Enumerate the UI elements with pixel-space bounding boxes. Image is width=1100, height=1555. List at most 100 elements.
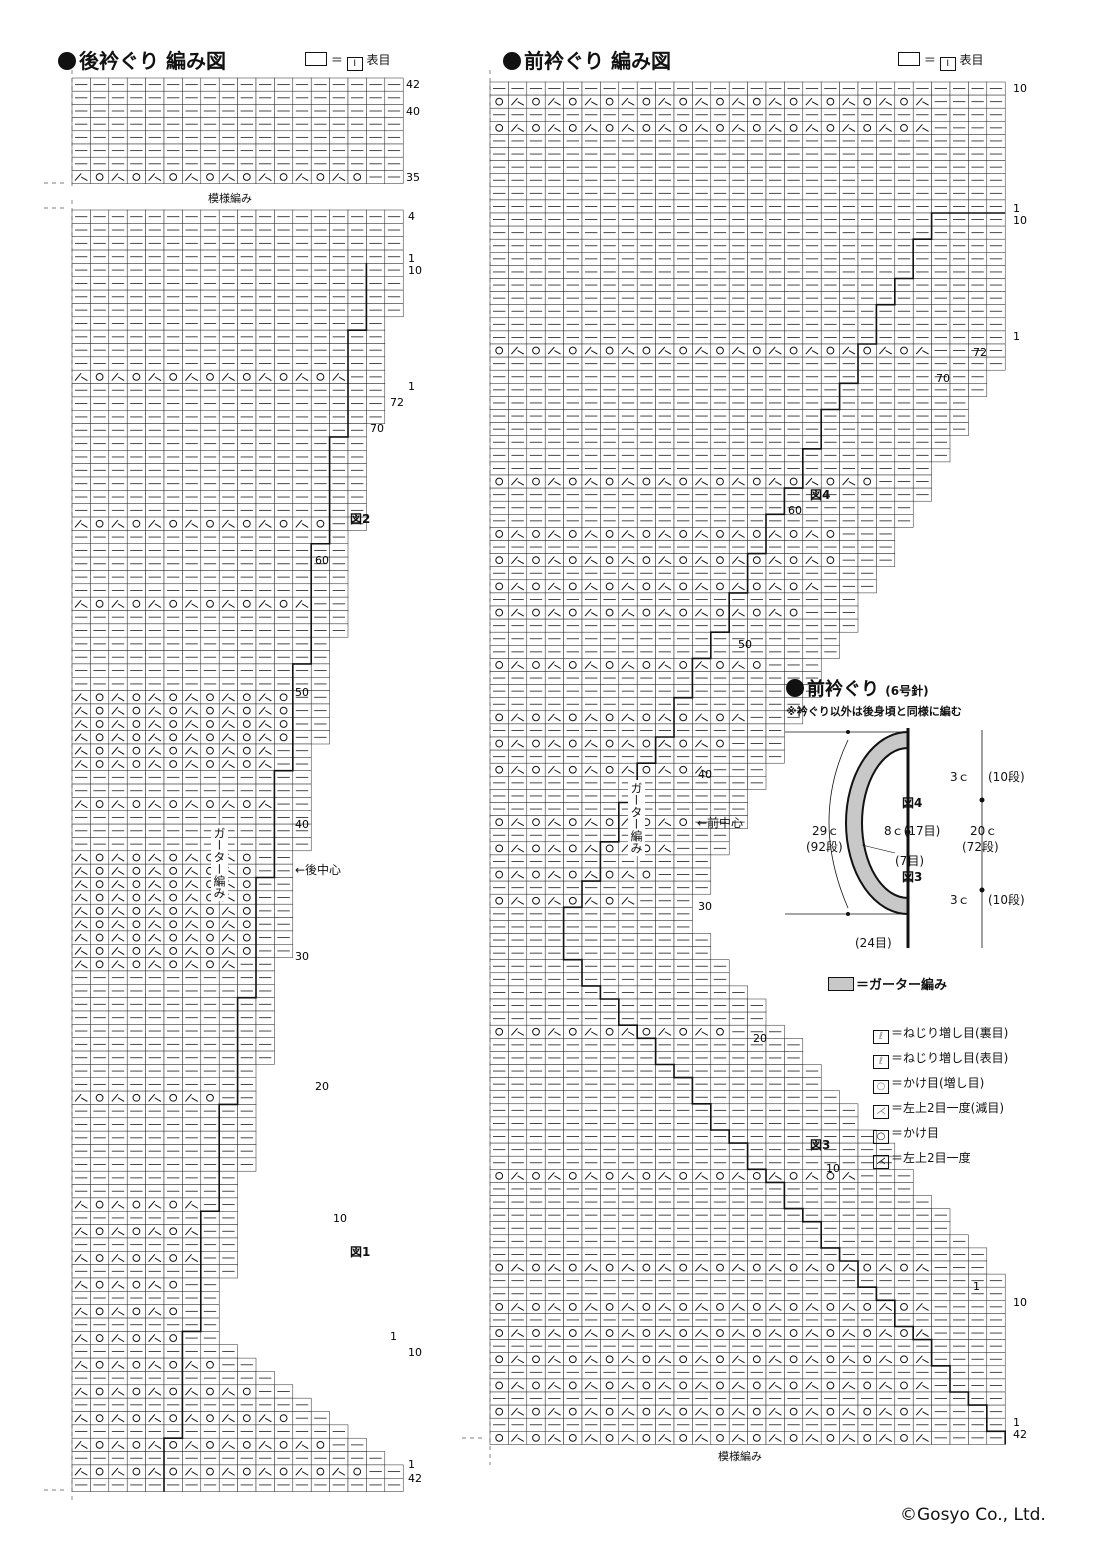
chart-cell	[90, 1357, 110, 1372]
chart-cell	[163, 596, 183, 611]
yarn-over-mark	[316, 173, 325, 181]
yarn-over-mark	[169, 893, 178, 902]
k2tog-mark	[185, 1360, 199, 1369]
chart-cell	[310, 170, 330, 184]
chart-cell	[218, 757, 238, 771]
k2tog-mark	[111, 599, 125, 608]
chart-cell	[274, 1464, 294, 1479]
yarn-over-mark	[132, 920, 141, 929]
back-fig1-label: 図1	[350, 1245, 371, 1259]
chart-cell	[200, 1357, 220, 1372]
yarn-over-mark	[752, 97, 761, 106]
k2tog-mark	[258, 746, 272, 755]
yarn-over-mark	[132, 519, 141, 528]
chart-cell	[200, 917, 220, 932]
chart-cell	[292, 516, 312, 531]
yarn-over-mark	[169, 706, 178, 715]
yarn-over-mark	[169, 960, 178, 969]
chart-cell	[274, 690, 294, 705]
chart-cell	[90, 957, 110, 972]
bullet-icon	[503, 52, 521, 70]
yarn-over-mark	[95, 880, 104, 889]
chart-cell	[71, 743, 91, 758]
chart-cell	[200, 1384, 220, 1399]
yarn-over-mark	[900, 97, 908, 106]
chart-cell	[765, 94, 785, 109]
yarn-over-mark	[132, 1467, 141, 1476]
yarn-over-mark	[132, 693, 141, 702]
knit-symbol-icon: I	[939, 57, 956, 71]
yarn-over-mark	[206, 693, 214, 702]
chart-cell	[489, 553, 509, 567]
yarn-over-mark	[242, 599, 251, 608]
yarn-over-mark	[206, 933, 214, 942]
chart-cell	[200, 1411, 220, 1426]
yarn-over-mark	[863, 97, 872, 106]
chart-cell	[600, 121, 620, 135]
yarn-over-mark	[900, 123, 908, 132]
k2tog-mark	[621, 97, 635, 106]
chart-cell	[90, 1224, 110, 1239]
chart-cell	[636, 605, 656, 620]
chart-cell	[90, 730, 110, 745]
chart-cell	[108, 516, 128, 531]
yarn-over-mark	[242, 893, 251, 902]
chart-cell	[489, 527, 509, 541]
chart-cell	[163, 369, 183, 384]
k2tog-mark	[695, 97, 709, 106]
k2tog-mark	[74, 960, 88, 969]
chart-cell	[200, 957, 220, 972]
chart-cell	[126, 1331, 146, 1346]
k2tog-mark	[111, 693, 125, 702]
chart-cell	[71, 703, 91, 718]
k2tog-mark	[148, 746, 162, 755]
k2tog-mark	[111, 1440, 125, 1449]
chart-cell	[784, 527, 804, 541]
yarn-over-mark	[95, 933, 104, 942]
yarn-over-mark	[95, 1414, 104, 1423]
chart-cell	[126, 757, 146, 771]
chart-cell	[692, 94, 712, 109]
chart-cell	[274, 1411, 294, 1426]
chart-cell	[90, 170, 110, 184]
chart-cell	[90, 516, 110, 531]
k2tog-mark	[221, 1414, 235, 1423]
k2tog-mark	[221, 946, 235, 956]
chart-cell	[673, 605, 693, 620]
row-number: 40	[295, 818, 309, 831]
chart-cell	[163, 957, 183, 972]
chart-cell	[163, 170, 183, 184]
k2tog-mark	[148, 1387, 162, 1396]
k2tog-mark	[111, 906, 125, 915]
k2tog-mark	[74, 853, 88, 862]
chart-cell	[200, 930, 220, 945]
k2tog-mark	[185, 693, 199, 702]
k2tog-mark	[111, 1414, 125, 1423]
chart-cell	[673, 121, 693, 135]
chart-cell	[90, 890, 110, 905]
yarn-over-mark	[132, 866, 141, 875]
chart-cell	[71, 1304, 91, 1319]
yarn-over-mark	[169, 1467, 178, 1476]
yarn-over-mark	[242, 947, 251, 955]
chart-cell	[600, 474, 620, 489]
chart-cell	[90, 1384, 110, 1399]
row-number: 50	[295, 686, 309, 699]
yarn-over-mark	[132, 746, 141, 755]
chart-cell	[347, 170, 367, 184]
yarn-over-mark	[132, 960, 141, 969]
chart-cell	[876, 121, 896, 135]
chart-cell	[692, 474, 712, 489]
chart-cell	[163, 730, 183, 745]
chart-cell	[237, 1384, 257, 1399]
yarn-over-mark	[789, 97, 798, 106]
yarn-over-mark	[132, 1093, 141, 1102]
k2tog-mark	[111, 746, 125, 755]
k2tog-mark	[148, 733, 162, 742]
yarn-over-mark	[206, 1440, 214, 1449]
yarn-over-mark	[169, 880, 178, 889]
k2tog-mark	[148, 853, 162, 862]
k2tog-mark	[842, 97, 856, 106]
chart-cell	[876, 343, 896, 358]
k2tog-mark	[621, 123, 635, 132]
